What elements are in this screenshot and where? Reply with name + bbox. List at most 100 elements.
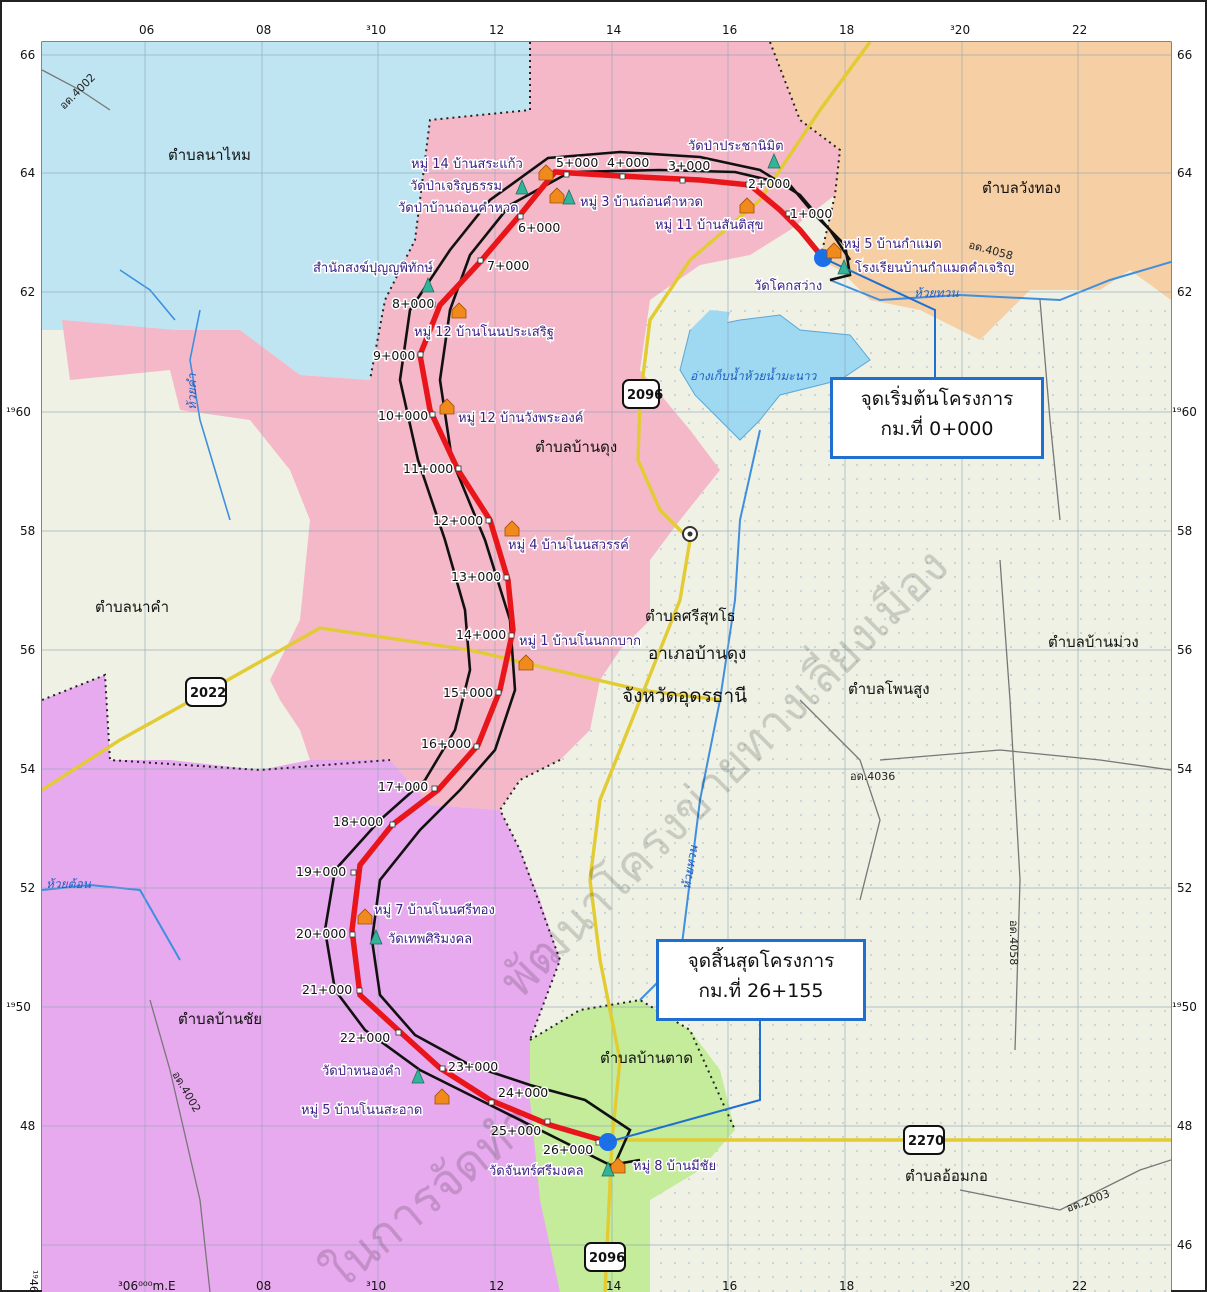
end-callout-title: จุดสิ้นสุดโครงการ (687, 950, 835, 972)
place-label: หมู่ 8 บ้านมีชัย (633, 1158, 716, 1174)
grid-label-left: 64 (20, 166, 35, 180)
chainage-label: 18+000 (333, 814, 383, 829)
place-label: หมู่ 5 บ้านโนนสะอาด (301, 1102, 422, 1118)
grid-label-bottom: 08 (256, 1279, 271, 1292)
district-label: ตำบลนาไหม (168, 146, 251, 164)
grid-label-bottom: ³20 (950, 1279, 970, 1292)
grid-label-left: 66 (20, 48, 35, 62)
place-label: โรงเรียนบ้านกำแมดคำเจริญ (855, 260, 1014, 276)
place-label: หมู่ 5 บ้านกำแมด (843, 237, 942, 252)
grid-label-top: ³10 (366, 23, 386, 37)
grid-label-bottom: 14 (606, 1279, 621, 1292)
grid-label-right: 62 (1177, 285, 1192, 299)
chainage-label: 24+000 (498, 1085, 548, 1100)
chainage-label: 6+000 (518, 220, 560, 235)
grid-label-left: ¹⁹50 (6, 1000, 31, 1014)
chainage-label: 17+000 (378, 779, 428, 794)
grid-label-left: 54 (20, 762, 35, 776)
end-callout-km: กม.ที่ 26+155 (698, 980, 824, 1002)
water-label: ห้วยคำ (185, 372, 199, 410)
chainage-label: 25+000 (491, 1123, 541, 1138)
place-label: หมู่ 1 บ้านโนนกกบาก (519, 633, 641, 649)
chainage-label: 14+000 (456, 627, 506, 642)
zone-ban-chai (42, 675, 560, 1292)
grid-label-bottom: 22 (1072, 1279, 1087, 1292)
chainage-label: 7+000 (487, 258, 529, 273)
grid-label-right: 58 (1177, 524, 1192, 538)
place-label: หมู่ 3 บ้านถ่อนคำหวด (580, 195, 703, 210)
district-label: จังหวัดอุดรธานี (622, 685, 747, 708)
grid-label-left: 48 (20, 1119, 35, 1133)
water-label: ห้วยทวน (914, 286, 959, 300)
chainage-label: 1+000 (790, 206, 832, 221)
chainage-label: 4+000 (607, 155, 649, 170)
road-shield-label: 2096 (627, 388, 663, 403)
grid-label-right: ¹⁹60 (1172, 405, 1197, 419)
road-shield-label: 2022 (190, 686, 226, 701)
road-shield-label: 2096 (589, 1251, 625, 1266)
zone-ban-dung (62, 42, 840, 810)
chainage-label: 26+000 (543, 1142, 593, 1157)
chainage-label: 13+000 (451, 569, 501, 584)
grid-label-top: 16 (722, 23, 737, 37)
grid-label-right: 56 (1177, 643, 1192, 657)
village-icon (538, 164, 554, 181)
chainage-label: 20+000 (296, 926, 346, 941)
road-shield-2270 (903, 1125, 945, 1155)
district-label: ตำบลบ้านดุง (535, 438, 617, 457)
grid-label-right: 52 (1177, 881, 1192, 895)
grid-label-top: 06 (139, 23, 154, 37)
place-label: สำนักสงฆ์ปุญญพิทักษ์ (313, 260, 433, 276)
grid-label-top: ³20 (950, 23, 970, 37)
grid-label-bottom: 18 (839, 1279, 854, 1292)
district-label: ตำบลบ้านตาด (600, 1049, 693, 1067)
grid-label-right: 64 (1177, 166, 1192, 180)
chainage-label: 5+000 (556, 155, 598, 170)
grid-label-left: 56 (20, 643, 35, 657)
district-label: ตำบลโพนสูง (848, 680, 930, 698)
chainage-label: 2+000 (748, 176, 790, 191)
chainage-label: 11+000 (403, 461, 453, 476)
grid-label-bottom: ³10 (366, 1279, 386, 1292)
road-shield-2096-a (622, 379, 660, 409)
zone-ban-tat (530, 1000, 735, 1292)
grid-label-right: 54 (1177, 762, 1192, 776)
grid-label-bottom: 16 (722, 1279, 737, 1292)
chainage-label: 12+000 (433, 513, 483, 528)
chainage-label: 15+000 (443, 685, 493, 700)
place-label: หมู่ 7 บ้านโนนศรีทอง (374, 902, 495, 918)
grid-label-right: ¹⁹50 (1172, 1000, 1197, 1014)
chainage-label: 16+000 (421, 736, 471, 751)
start-callout: จุดเริ่มต้นโครงการ กม.ที่ 0+000 (830, 377, 1044, 459)
road-2022 (42, 626, 721, 792)
chainage-label: 22+000 (340, 1030, 390, 1045)
place-label: วัดป่าบ้านถ่อนคำหวด (398, 201, 519, 216)
grid-label-left: ¹⁹60 (6, 405, 31, 419)
grid-label-top: 12 (489, 23, 504, 37)
district-label: ตำบลบ้านชัย (178, 1010, 262, 1028)
chainage-label: 19+000 (296, 864, 346, 879)
grid-label-top: 18 (839, 23, 854, 37)
road-shield-label: 2270 (908, 1134, 944, 1149)
road-shield-2022 (185, 677, 227, 707)
grid-label-right: 48 (1177, 1119, 1192, 1133)
chainage-label: 10+000 (378, 408, 428, 423)
corridor-west (323, 150, 852, 1167)
place-label: วัดโคกสว่าง (754, 278, 822, 294)
district-label: อาเภอบ้านดุง (648, 644, 746, 664)
district-label: ตำบลวังทอง (982, 179, 1061, 197)
start-callout-title: จุดเริ่มต้นโครงการ (860, 388, 1014, 410)
grid-label-top: 08 (256, 23, 271, 37)
chainage-label: 9+000 (373, 348, 415, 363)
grid-label-top: 14 (606, 23, 621, 37)
grid-label-right: 66 (1177, 48, 1192, 62)
place-label: วัดป่าหนองคำ (322, 1064, 401, 1079)
grid-label-vertical: ¹⁹46⁰⁰⁰m.N. (27, 1270, 40, 1292)
place-label: หมู่ 4 บ้านโนนสวรรค์ (508, 537, 629, 553)
place-label: หมู่ 14 บ้านสระแก้ว (411, 157, 523, 172)
zone-wang-thong (770, 42, 1171, 340)
place-label: วัดป่าประชานิมิต (688, 139, 784, 154)
road-shield-2096-b (584, 1242, 626, 1272)
water-label: ห้วยต้อน (46, 877, 92, 891)
